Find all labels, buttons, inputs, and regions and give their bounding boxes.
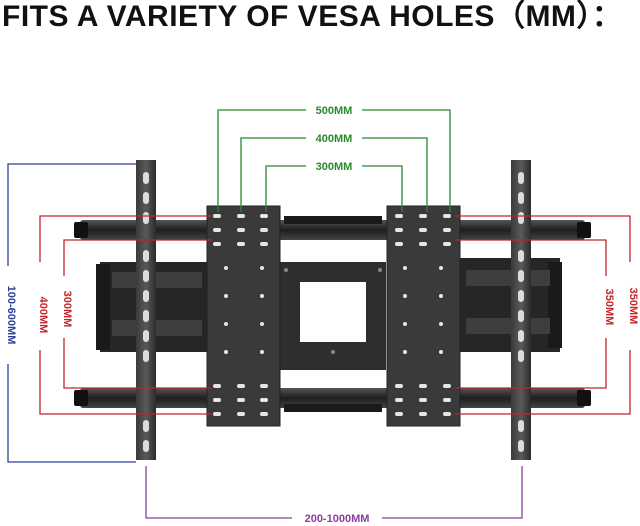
wall-mount xyxy=(74,160,591,460)
label-400mm: 400MM xyxy=(316,133,353,145)
adapter-plate-left xyxy=(206,205,281,427)
label-200-1000mm: 200-1000MM xyxy=(305,513,370,525)
label-100-600mm: 100-600MM xyxy=(5,286,17,345)
label-500mm: 500MM xyxy=(316,105,353,117)
vertical-bracket-right xyxy=(511,160,531,460)
label-right-350mm-outer: 350MM xyxy=(627,288,639,325)
green-dimensions xyxy=(217,109,451,212)
adapter-plate-right xyxy=(386,205,461,427)
vertical-bracket-left xyxy=(136,160,156,460)
red-dimensions xyxy=(39,215,631,415)
label-right-350mm-inner: 350MM xyxy=(603,289,615,326)
label-left-300mm: 300MM xyxy=(61,291,73,328)
label-left-400mm: 400MM xyxy=(37,297,49,334)
blue-dimension xyxy=(7,163,136,463)
page-title: FITS A VARIETY OF VESA HOLES（MM）： xyxy=(2,0,623,33)
purple-dimension xyxy=(145,466,523,519)
label-300mm: 300MM xyxy=(316,161,353,173)
center-plate xyxy=(280,262,386,370)
